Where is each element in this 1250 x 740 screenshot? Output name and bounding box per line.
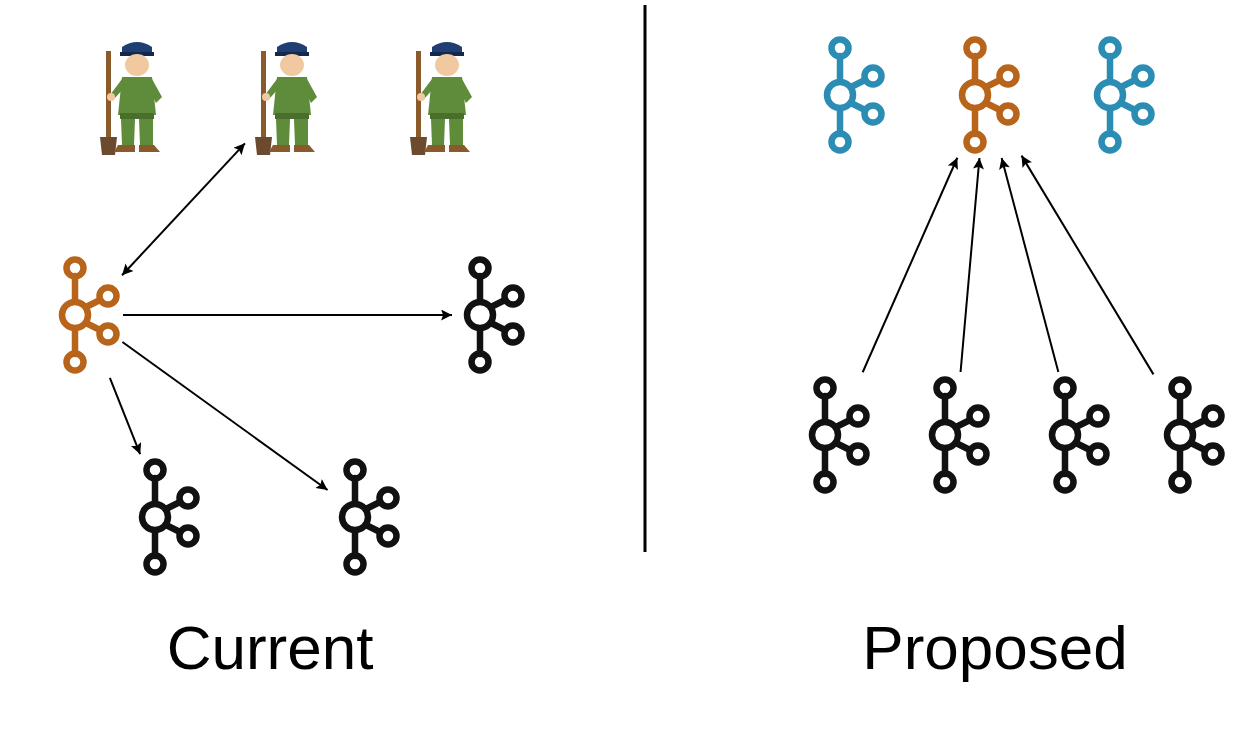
kafka-icon <box>920 375 990 495</box>
kafka-logo <box>1155 375 1225 495</box>
panel-caption: Current <box>167 612 374 683</box>
arrow-connector <box>863 158 958 373</box>
kafka-logo <box>50 255 120 375</box>
arrow-connector <box>961 158 980 372</box>
arrow-connector <box>123 314 452 316</box>
kafka-logo <box>950 35 1020 155</box>
arrow-connector <box>1002 158 1059 372</box>
kafka-logo <box>800 375 870 495</box>
kafka-logo <box>815 35 885 155</box>
kafka-icon <box>950 35 1020 155</box>
worker-illustration <box>402 33 488 157</box>
kafka-logo <box>920 375 990 495</box>
worker-figure <box>92 33 178 157</box>
kafka-icon <box>1040 375 1110 495</box>
worker-illustration <box>247 33 333 157</box>
kafka-logo <box>130 457 200 577</box>
kafka-icon <box>50 255 120 375</box>
arrow-connector <box>110 378 140 454</box>
kafka-logo <box>455 255 525 375</box>
worker-figure <box>402 33 488 157</box>
divider-line <box>644 5 647 552</box>
kafka-icon <box>455 255 525 375</box>
kafka-icon <box>800 375 870 495</box>
arrow-connector <box>122 342 327 490</box>
kafka-logo <box>1040 375 1110 495</box>
kafka-icon <box>330 457 400 577</box>
kafka-icon <box>130 457 200 577</box>
kafka-logo <box>1085 35 1155 155</box>
panel-caption: Proposed <box>862 612 1127 683</box>
worker-illustration <box>92 33 178 157</box>
worker-figure <box>247 33 333 157</box>
arrow-connector <box>1022 156 1154 375</box>
kafka-icon <box>1085 35 1155 155</box>
kafka-logo <box>330 457 400 577</box>
kafka-icon <box>1155 375 1225 495</box>
kafka-icon <box>815 35 885 155</box>
arrow-connector <box>122 143 245 275</box>
